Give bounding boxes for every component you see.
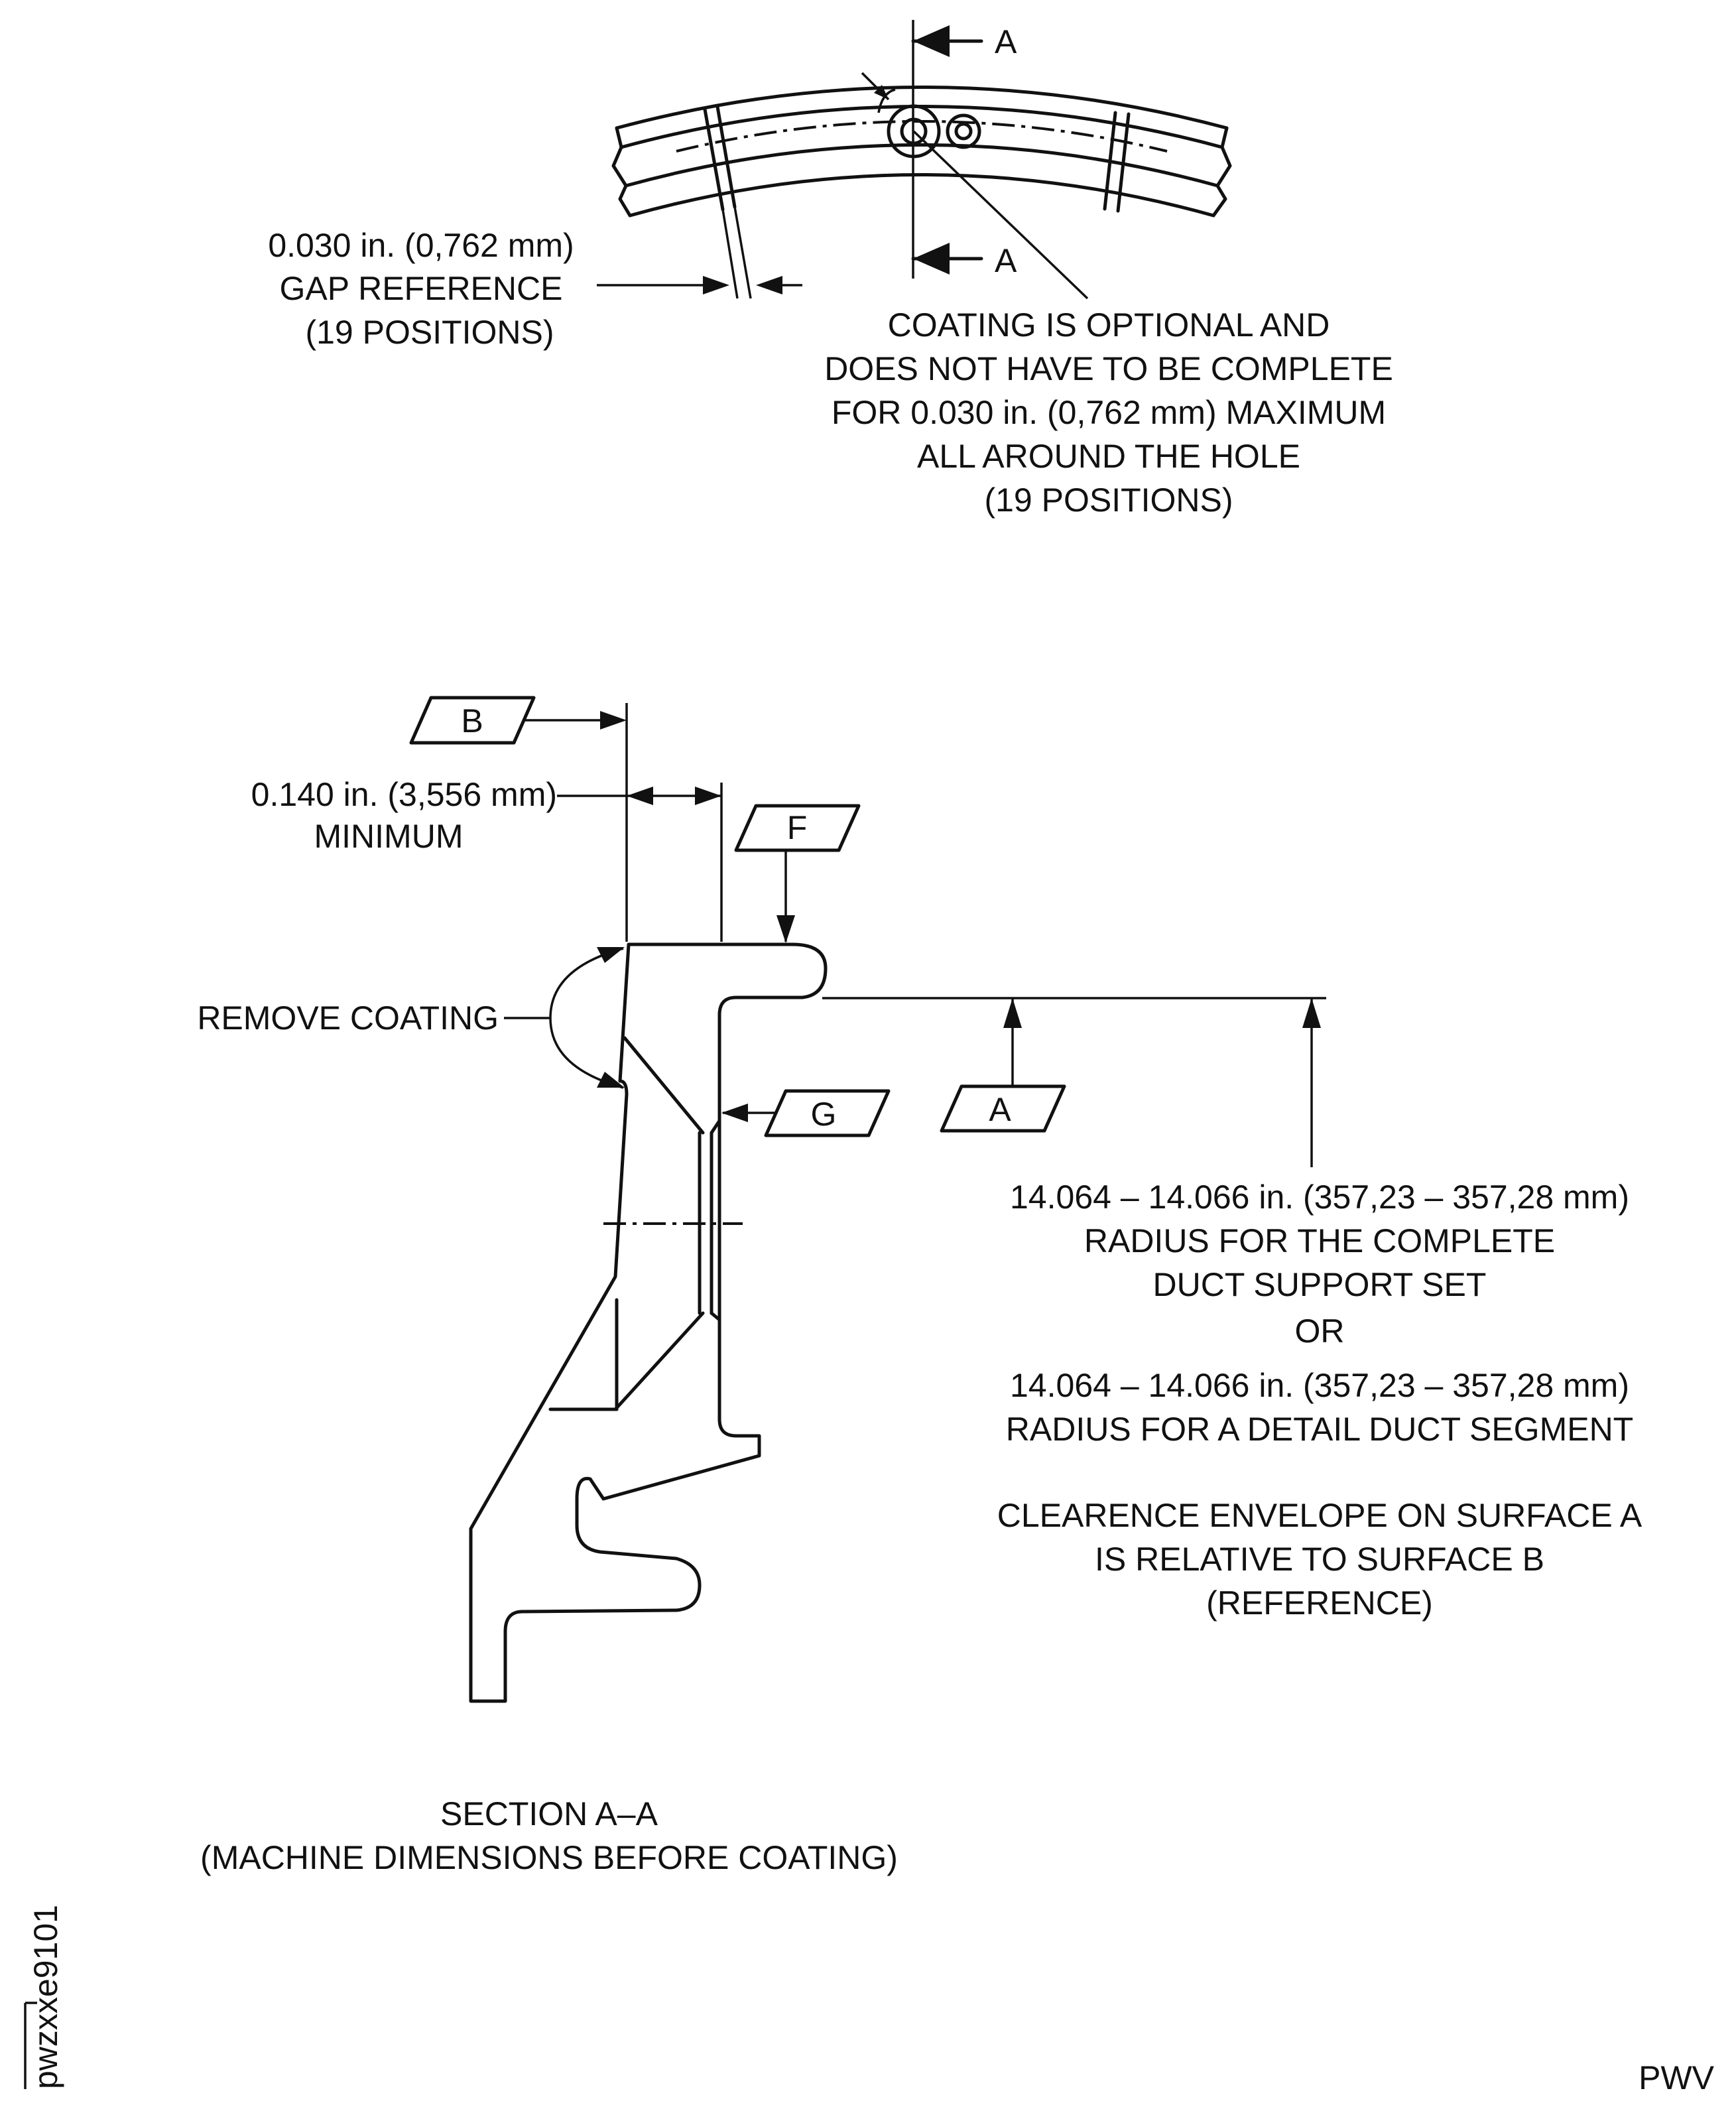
- datum-b: B: [409, 696, 627, 745]
- section-profile: [469, 942, 828, 1703]
- remove-coating-arc: [504, 947, 625, 1089]
- min-dim-line2: MINIMUM: [314, 818, 464, 855]
- publisher-mark: PWV: [1639, 2059, 1715, 2096]
- clearance-note-line1: CLEARENCE ENVELOPE ON SURFACE A: [997, 1497, 1643, 1534]
- clearance-note-line3: (REFERENCE): [1206, 1584, 1433, 1622]
- radius-note-line3: DUCT SUPPORT SET: [1153, 1266, 1487, 1303]
- radius-note-line6: RADIUS FOR A DETAIL DUCT SEGMENT: [1006, 1411, 1633, 1448]
- datum-f: F: [734, 804, 861, 943]
- radius-note-line2: RADIUS FOR THE COMPLETE: [1084, 1222, 1555, 1259]
- coating-note-line3: FOR 0.030 in. (0,762 mm) MAXIMUM: [832, 394, 1386, 431]
- section-letter-top: A: [995, 23, 1017, 60]
- gap-note-line2: GAP REFERENCE: [280, 270, 563, 307]
- section-caption-line1: SECTION A–A: [440, 1795, 658, 1832]
- section-caption-line2: (MACHINE DIMENSIONS BEFORE COATING): [200, 1839, 898, 1876]
- remove-coating-label: REMOVE COATING: [197, 999, 499, 1037]
- coating-note-line1: COATING IS OPTIONAL AND: [888, 306, 1330, 344]
- min-dimension: [557, 703, 723, 942]
- figure-id-text: pwzxxe9101: [27, 1905, 64, 2089]
- radius-note-line4: OR: [1295, 1312, 1345, 1350]
- gap-note-line1: 0.030 in. (0,762 mm): [268, 227, 574, 264]
- figure-id: pwzxxe9101: [24, 1905, 64, 2089]
- gap-note-line3: (19 POSITIONS): [305, 314, 554, 351]
- datum-a-label: A: [989, 1091, 1011, 1128]
- datum-a: A: [940, 1084, 1066, 1133]
- coating-note-line4: ALL AROUND THE HOLE: [917, 438, 1300, 475]
- coating-note-line5: (19 POSITIONS): [984, 481, 1233, 519]
- datum-b-label: B: [461, 702, 483, 739]
- curved-segment-view: [611, 72, 1232, 299]
- section-cut-line: A A: [911, 20, 1017, 279]
- section-letter-bottom: A: [995, 242, 1017, 279]
- radius-note-line5: 14.064 – 14.066 in. (357,23 – 357,28 mm): [1010, 1367, 1629, 1404]
- datum-g: G: [721, 1089, 891, 1137]
- datum-g-label: G: [811, 1096, 837, 1133]
- datum-f-label: F: [787, 809, 808, 846]
- coating-note-leader: [912, 130, 1089, 300]
- coating-note-line2: DOES NOT HAVE TO BE COMPLETE: [824, 350, 1393, 387]
- min-dim-line1: 0.140 in. (3,556 mm): [251, 776, 557, 813]
- gap-reference-leader: [597, 276, 802, 294]
- radius-note-line1: 14.064 – 14.066 in. (357,23 – 357,28 mm): [1010, 1179, 1629, 1216]
- clearance-note-line2: IS RELATIVE TO SURFACE B: [1095, 1541, 1544, 1578]
